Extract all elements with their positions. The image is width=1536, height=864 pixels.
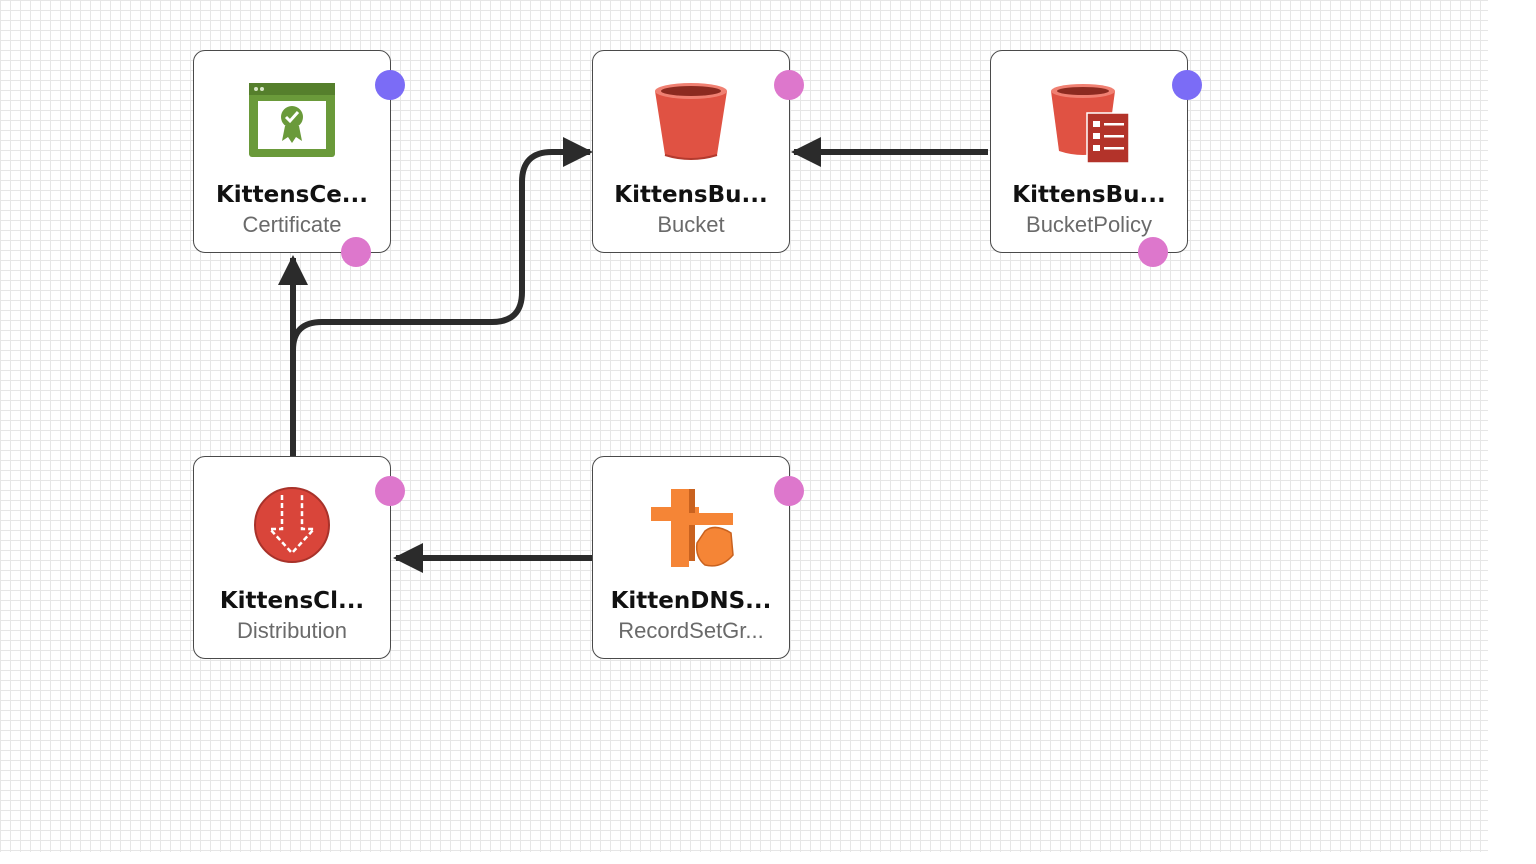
node-type: RecordSetGr...: [618, 618, 764, 643]
input-port[interactable]: [341, 237, 371, 267]
node-title: KittenDNS...: [610, 588, 772, 614]
route53-recordset-icon: [643, 483, 739, 573]
output-port[interactable]: [1172, 70, 1202, 100]
node-dns[interactable]: KittenDNS... RecordSetGr...: [592, 456, 804, 659]
node-bucket-policy[interactable]: KittensBu... BucketPolicy: [990, 50, 1202, 267]
output-port[interactable]: [375, 70, 405, 100]
node-certificate[interactable]: KittensCe... Certificate: [193, 50, 405, 267]
node-type: Bucket: [657, 212, 725, 237]
node-type: Distribution: [236, 618, 348, 643]
s3-bucket-icon: [643, 77, 739, 167]
input-port[interactable]: [774, 476, 804, 506]
input-port[interactable]: [1138, 237, 1168, 267]
cloudfront-distribution-icon: [244, 483, 340, 573]
node-type: Certificate: [242, 212, 342, 237]
node-title: KittensBu...: [614, 182, 768, 208]
input-port[interactable]: [375, 476, 405, 506]
input-port[interactable]: [774, 70, 804, 100]
node-title: KittensCl...: [219, 588, 365, 614]
node-bucket[interactable]: KittensBu... Bucket: [592, 50, 804, 253]
s3-bucket-policy-icon: [1041, 77, 1137, 167]
node-title: KittensBu...: [1012, 182, 1166, 208]
node-distribution[interactable]: KittensCl... Distribution: [193, 456, 405, 659]
certificate-icon: [244, 77, 340, 167]
node-type: BucketPolicy: [1026, 212, 1152, 237]
node-title: KittensCe...: [215, 182, 369, 208]
